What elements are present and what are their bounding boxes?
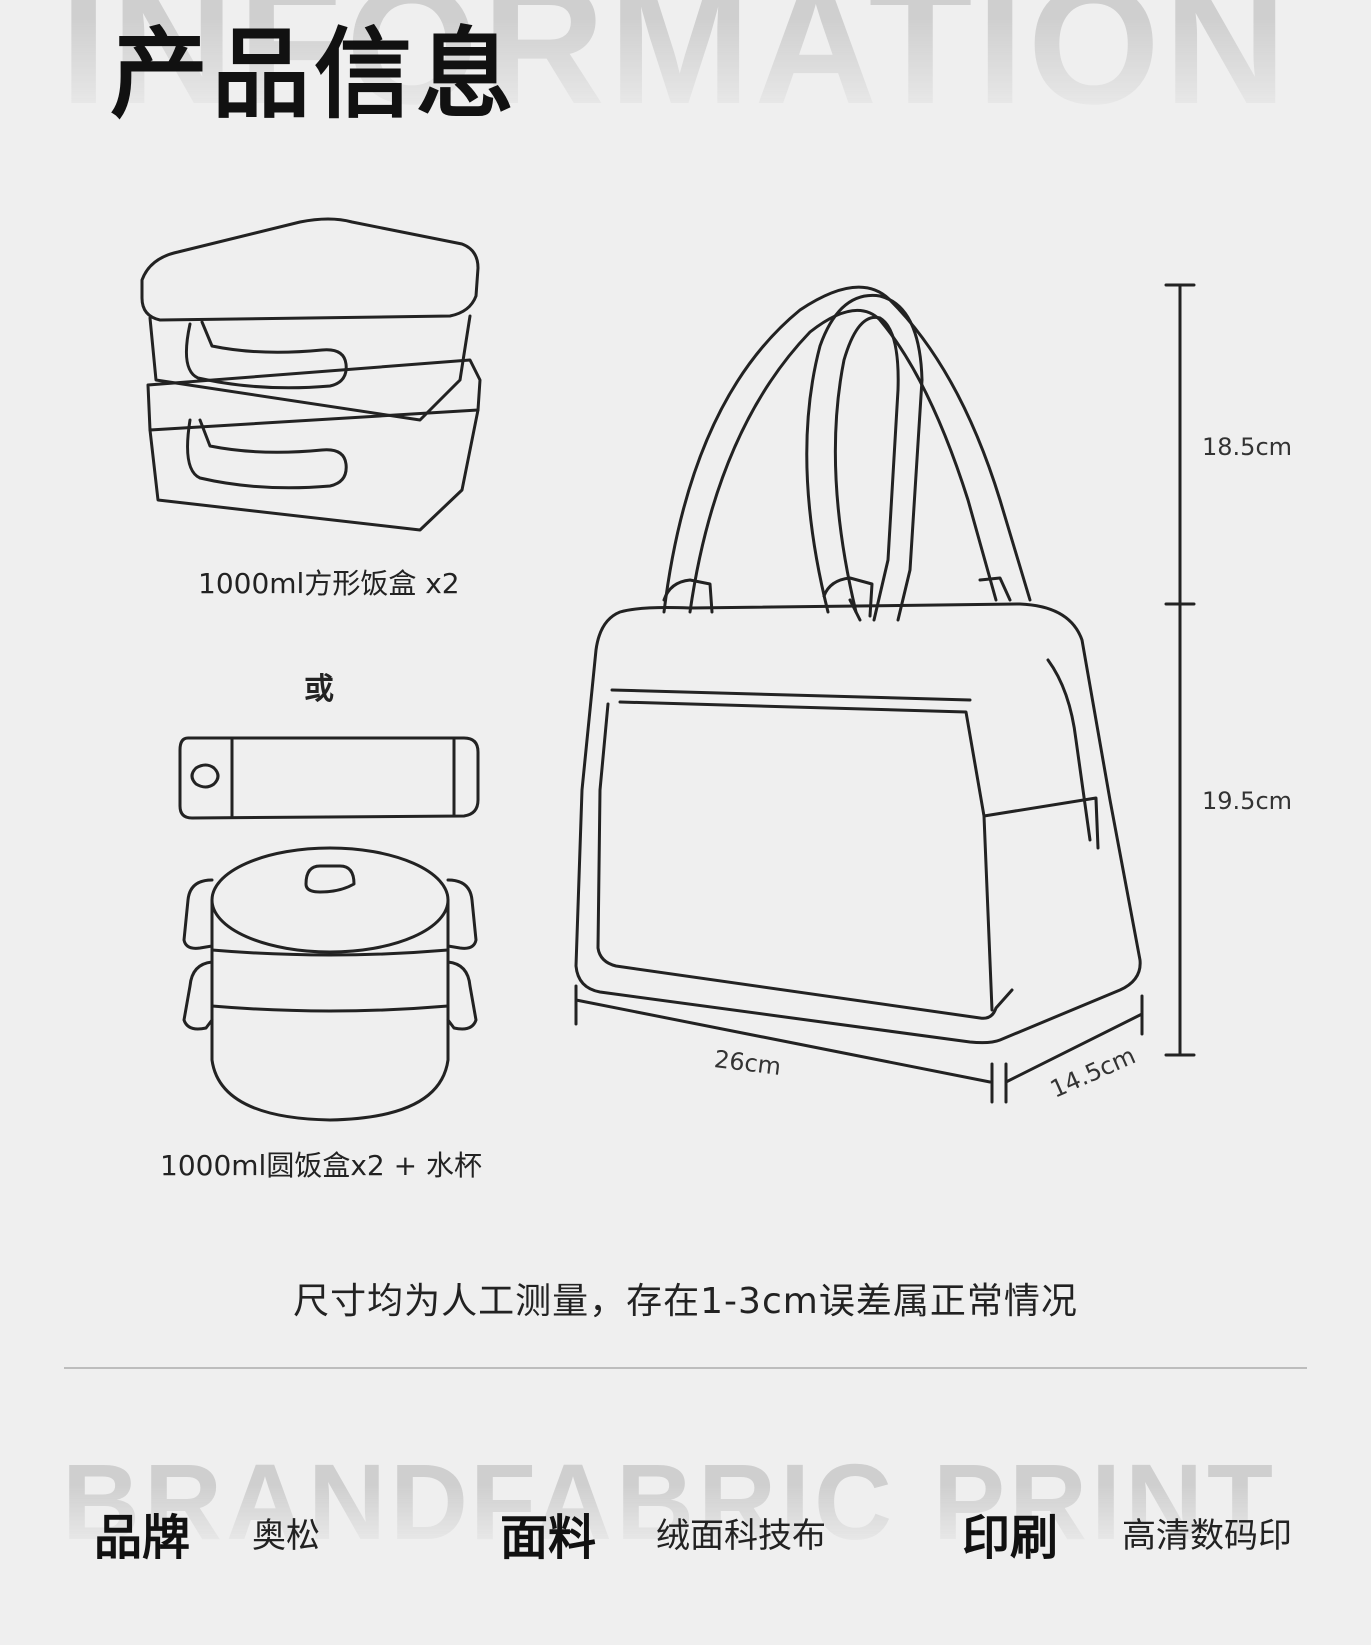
- or-label: 或: [304, 672, 334, 707]
- square-box-caption: 1000ml方形饭盒 x2: [198, 567, 460, 600]
- lunch-bag-illustration: [574, 285, 1142, 1045]
- page-title: 产品信息: [110, 18, 519, 132]
- fabric-watermark: FABRIC: [470, 1441, 896, 1562]
- print-watermark: PRINT: [933, 1441, 1277, 1562]
- header-watermark: INFORMATION: [60, 0, 1291, 140]
- water-bottle-illustration: [178, 736, 480, 820]
- measurement-note: 尺寸均为人工测量，存在1-3cm误差属正常情况: [293, 1281, 1078, 1322]
- print-value: 高清数码印: [1122, 1516, 1292, 1556]
- handle-height-label: 18.5cm: [1202, 433, 1293, 461]
- print-label: 印刷: [962, 1510, 1059, 1566]
- brand-value: 奥松: [252, 1516, 320, 1556]
- square-lunch-box-illustration: [140, 217, 482, 532]
- fabric-value: 绒面科技布: [656, 1516, 826, 1556]
- body-height-label: 19.5cm: [1202, 787, 1293, 815]
- divider: [64, 1367, 1307, 1369]
- fabric-label: 面料: [500, 1510, 597, 1566]
- brand-watermark: BRAND: [62, 1441, 472, 1562]
- round-lunch-box-illustration: [182, 846, 478, 1122]
- brand-label: 品牌: [94, 1510, 191, 1566]
- round-box-caption: 1000ml圆饭盒x2 + 水杯: [160, 1149, 482, 1182]
- dimension-lines: [574, 283, 1196, 1104]
